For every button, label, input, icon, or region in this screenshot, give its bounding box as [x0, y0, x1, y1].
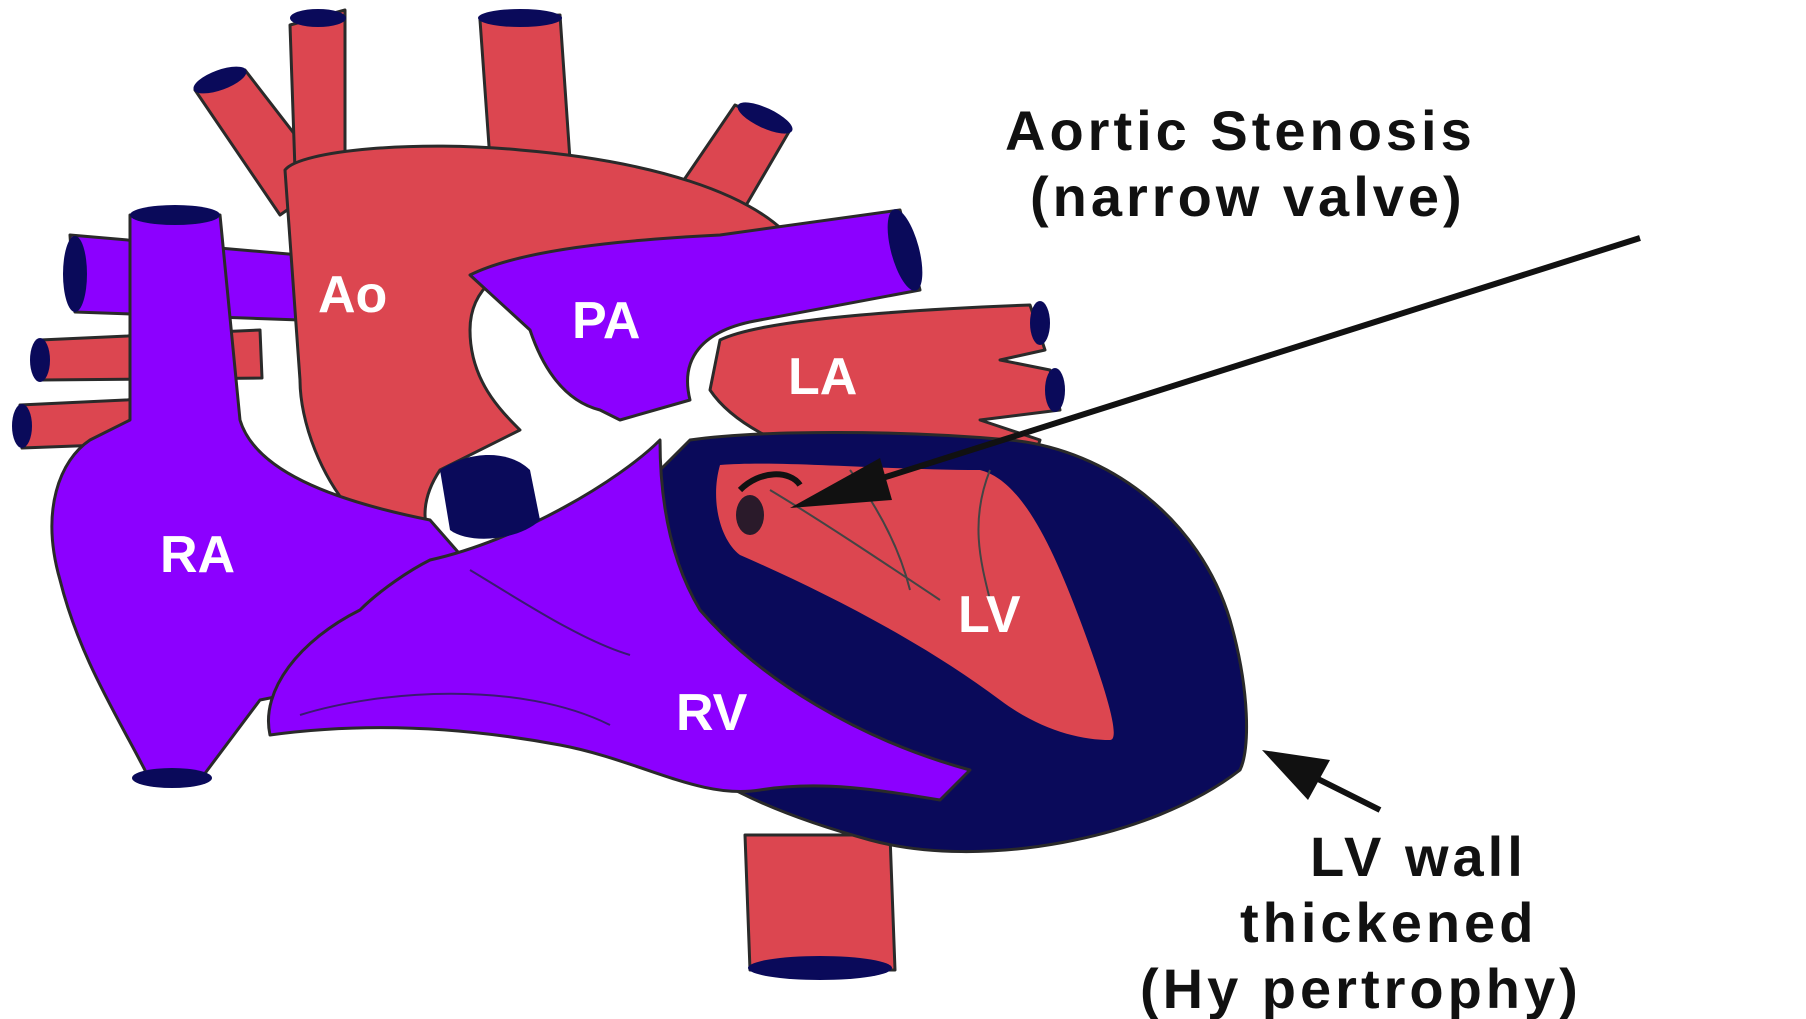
label-ra: RA [160, 526, 235, 584]
callout-wall-line3: (Hy pertrophy) [1140, 957, 1582, 1019]
callout-wall-line1: LV wall [1310, 825, 1527, 888]
wall-arrow [1262, 750, 1380, 810]
label-ao: Ao [318, 266, 387, 324]
label-la: LA [788, 348, 857, 406]
callout-stenosis-line1: Aortic Stenosis [1005, 99, 1476, 162]
label-rv: RV [676, 684, 748, 742]
label-pa: PA [572, 292, 640, 350]
label-lv: LV [958, 586, 1021, 644]
callout-wall-line2: thickened [1240, 891, 1537, 954]
callout-stenosis-line2: (narrow valve) [1030, 165, 1466, 228]
